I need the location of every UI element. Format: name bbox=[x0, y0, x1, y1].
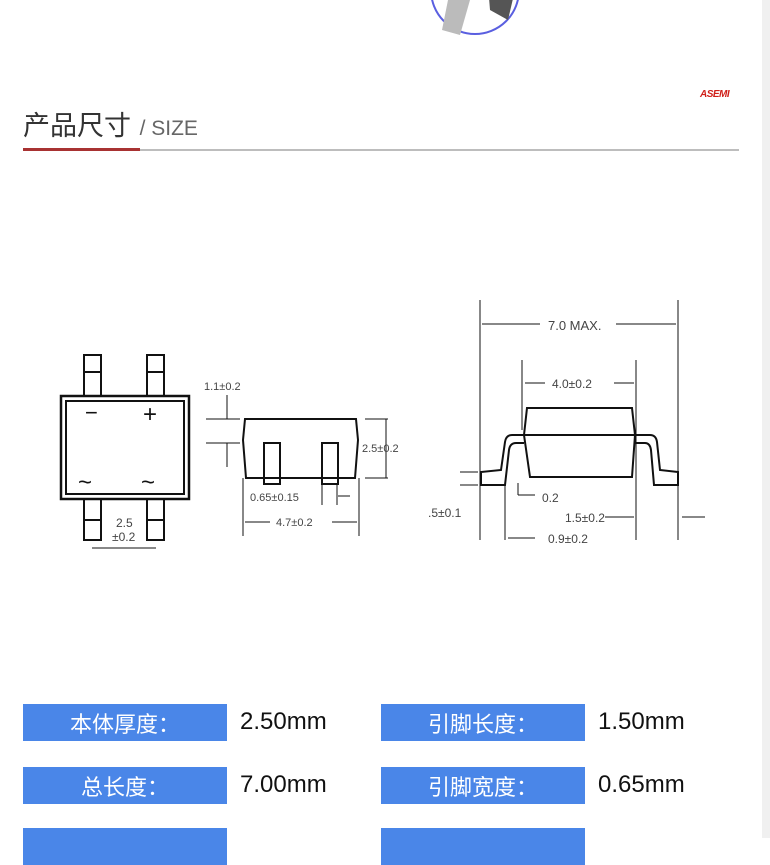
product-image-fragment bbox=[431, 0, 519, 35]
overall-width-label: 7.0 MAX. bbox=[548, 318, 601, 333]
minus-sign: − bbox=[85, 400, 98, 425]
lead-thickness-label: .5±0.1 bbox=[428, 506, 462, 520]
section-title: 产品尺寸 / SIZE bbox=[23, 104, 198, 143]
height-label: 2.5±0.2 bbox=[362, 443, 399, 455]
spec-value: 0.65mm bbox=[598, 771, 685, 798]
divider-accent bbox=[23, 148, 140, 151]
scrollbar[interactable] bbox=[762, 0, 770, 838]
lead-width-label: 0.65±0.15 bbox=[250, 492, 299, 504]
title-en: / SIZE bbox=[139, 117, 198, 140]
spec-label: 引脚宽度： bbox=[381, 767, 585, 804]
lead-height-label: 1.1±0.2 bbox=[204, 381, 241, 393]
spec-value: 7.00mm bbox=[240, 771, 327, 798]
spec-label bbox=[381, 828, 585, 865]
ac-sign: ~ bbox=[78, 469, 92, 496]
spec-label bbox=[23, 828, 227, 865]
lead-length-label: 1.5±0.2 bbox=[565, 511, 605, 525]
spec-value: 2.50mm bbox=[240, 708, 327, 735]
divider bbox=[23, 149, 739, 151]
end-view: 7.0 MAX. 4.0±0.2 0.2 1.5±0.2 .5±0.1 0.9±… bbox=[428, 300, 705, 546]
spec-label: 引脚长度： bbox=[381, 704, 585, 741]
spec-label: 本体厚度： bbox=[23, 704, 227, 741]
ac-sign: ~ bbox=[141, 469, 155, 496]
top-view: − + ~ ~ 2.5 ±0.2 bbox=[59, 354, 191, 549]
spec-value: 1.50mm bbox=[598, 708, 685, 735]
title-cn: 产品尺寸 bbox=[23, 111, 131, 142]
standoff-label: 0.2 bbox=[542, 491, 559, 505]
spec-label: 总长度： bbox=[23, 767, 227, 804]
pitch-tol-label: ±0.2 bbox=[112, 530, 136, 544]
side-view: 1.1±0.2 2.5±0.2 0.65±0.15 4.7±0.2 bbox=[204, 381, 399, 536]
body-width-label: 4.0±0.2 bbox=[552, 377, 592, 391]
asemi-logo: ASEMI bbox=[700, 89, 730, 100]
length-label: 4.7±0.2 bbox=[276, 517, 313, 529]
foot-label: 0.9±0.2 bbox=[548, 532, 588, 546]
plus-sign: + bbox=[143, 401, 157, 428]
dimension-diagram: − + ~ ~ 2.5 ±0.2 1.1±0.2 2.5±0.2 0.65±0.… bbox=[59, 300, 705, 549]
pitch-label: 2.5 bbox=[116, 516, 133, 530]
